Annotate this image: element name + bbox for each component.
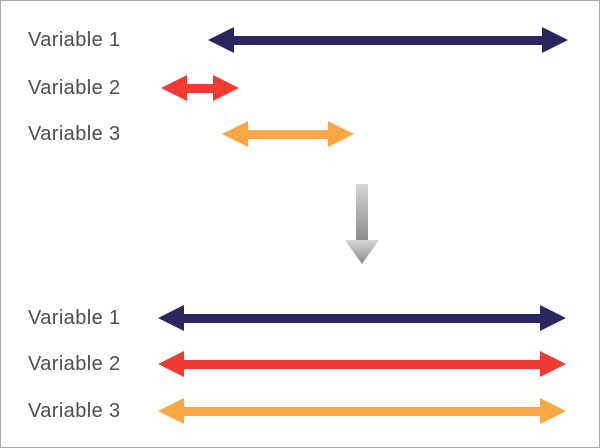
arrow-left-head-icon xyxy=(158,398,184,424)
variable-1-range-arrow-icon xyxy=(158,305,566,331)
variable-2-label: Variable 2 xyxy=(28,77,121,99)
variable-2-label: Variable 2 xyxy=(28,353,121,375)
arrow-right-head-icon xyxy=(213,75,239,101)
arrow-left-head-icon xyxy=(208,27,234,53)
arrow-right-head-icon xyxy=(540,398,566,424)
variable-1-label: Variable 1 xyxy=(28,307,121,329)
arrow-left-head-icon xyxy=(158,305,184,331)
arrow-right-head-icon xyxy=(540,305,566,331)
variable-3-label: Variable 3 xyxy=(28,123,121,145)
variable-3-range-arrow-icon xyxy=(222,121,354,147)
variable-2-range-arrow-icon xyxy=(158,351,566,377)
arrow-shaft xyxy=(183,359,541,369)
arrow-shaft xyxy=(247,129,329,139)
arrow-shaft xyxy=(186,83,214,93)
arrow-left-head-icon xyxy=(158,351,184,377)
arrow-right-head-icon xyxy=(542,27,568,53)
variable-3-label: Variable 3 xyxy=(28,400,121,422)
arrow-right-head-icon xyxy=(540,351,566,377)
arrow-left-head-icon xyxy=(161,75,187,101)
arrow-right-head-icon xyxy=(328,121,354,147)
variable-1-range-arrow-icon xyxy=(208,27,568,53)
variable-3-range-arrow-icon xyxy=(158,398,566,424)
standardize-transform-down-arrow-icon xyxy=(345,184,379,264)
arrow-shaft xyxy=(233,35,543,45)
variable-2-range-arrow-icon xyxy=(161,75,239,101)
arrow-shaft xyxy=(183,313,541,323)
variable-1-label: Variable 1 xyxy=(28,29,121,51)
arrow-shaft xyxy=(183,406,541,416)
arrow-left-head-icon xyxy=(222,121,248,147)
